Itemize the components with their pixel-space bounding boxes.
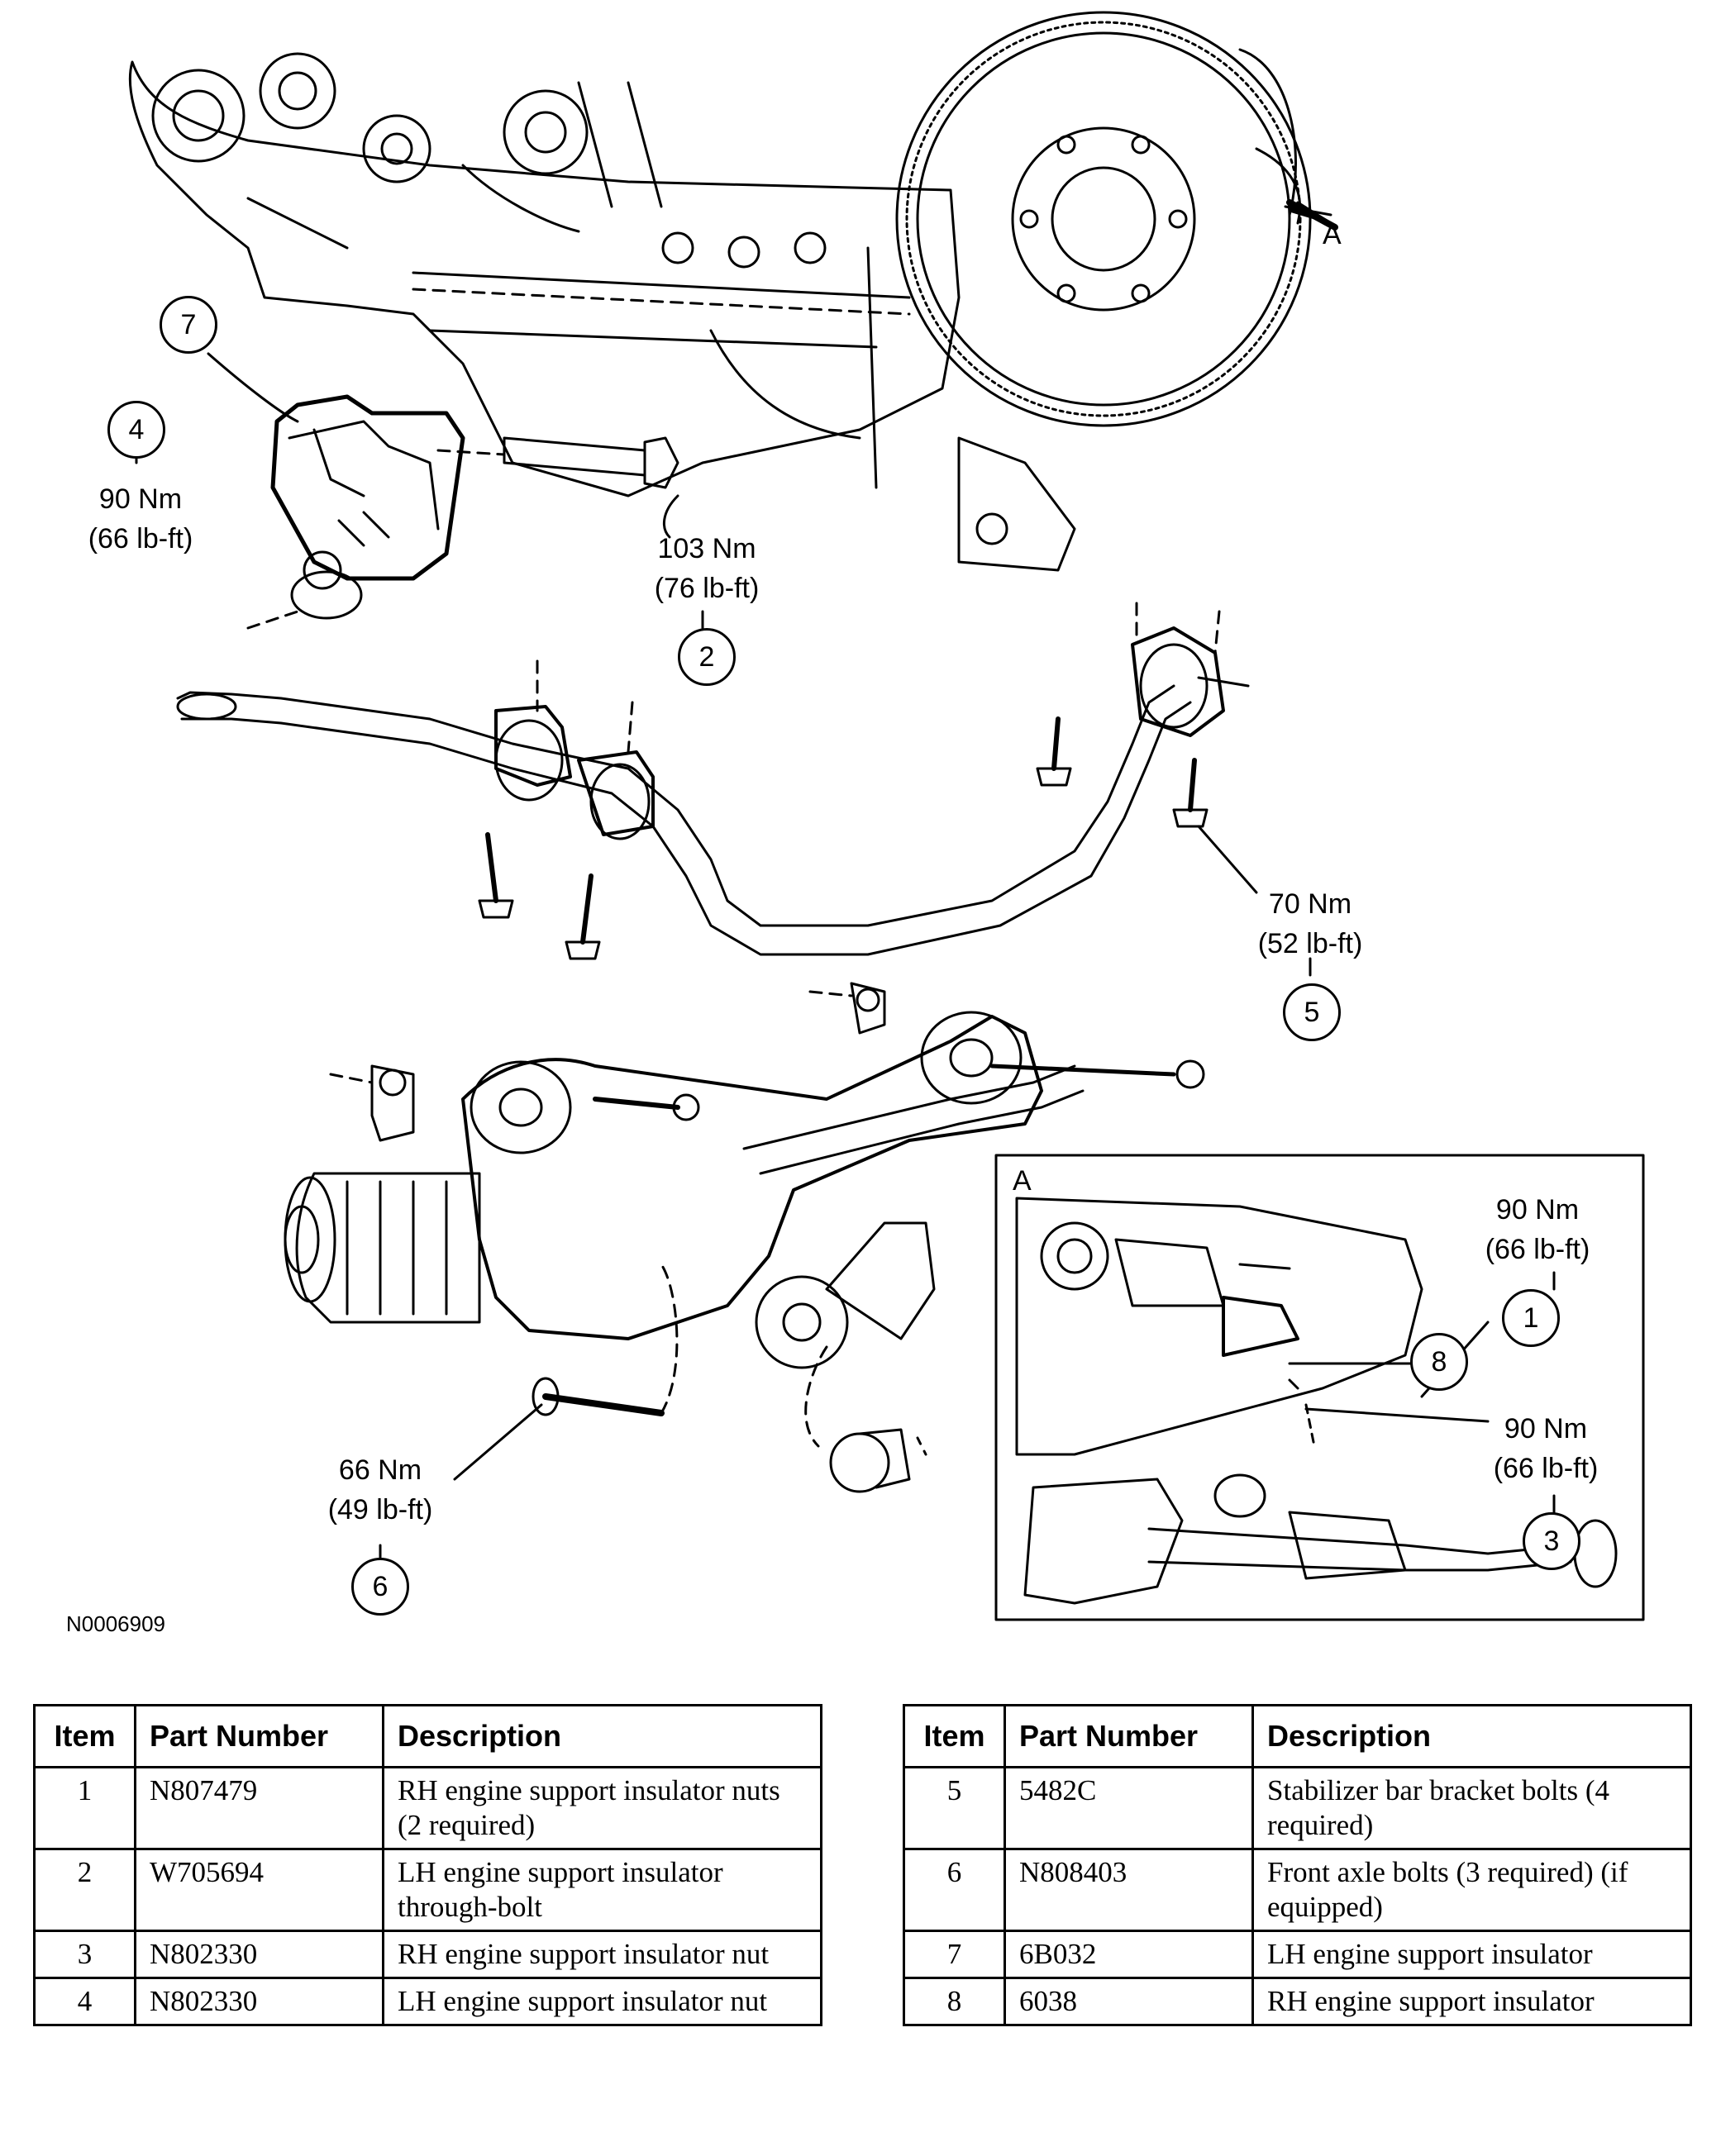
part-number-cell: N802330 (134, 1977, 384, 2026)
part-number-cell: N802330 (134, 1930, 384, 1979)
torque-spec-5: 70 Nm (52 lb-ft) (1252, 884, 1368, 964)
table-row: 6 N808403 Front axle bolts (3 required) … (903, 1848, 1692, 1932)
part-number-cell: N807479 (134, 1766, 384, 1850)
description-cell: RH engine support insulator (1251, 1977, 1692, 2026)
callout-5: 5 (1283, 983, 1341, 1041)
torque-lbft: (49 lb-ft) (327, 1494, 433, 1525)
engine-block (128, 52, 1076, 572)
col-header-part-number: Part Number (134, 1704, 384, 1768)
through-bolt (436, 436, 679, 489)
part-number-cell: W705694 (134, 1848, 384, 1932)
table-header-row: Item Part Number Description (33, 1704, 822, 1768)
torque-spec-4: 90 Nm (66 lb-ft) (79, 479, 203, 559)
item-cell: 3 (33, 1930, 136, 1979)
torque-nm: 103 Nm (657, 533, 756, 564)
item-cell: 1 (33, 1766, 136, 1850)
torque-lbft: (76 lb-ft) (654, 573, 760, 604)
callout-8: 8 (1410, 1333, 1468, 1391)
front-axle (284, 982, 1205, 1493)
torque-spec-3: 90 Nm (66 lb-ft) (1488, 1409, 1604, 1488)
parts-table-left: Item Part Number Description 1 N807479 R… (33, 1704, 822, 2026)
table-row: 4 N802330 LH engine support insulator nu… (33, 1977, 822, 2026)
table-row: 5 5482C Stabilizer bar bracket bolts (4 … (903, 1766, 1692, 1850)
torque-lbft: (52 lb-ft) (1257, 928, 1363, 959)
description-cell: RH engine support insulator nuts (2 requ… (382, 1766, 822, 1850)
callout-2: 2 (678, 628, 736, 686)
parts-table-right: Item Part Number Description 5 5482C Sta… (903, 1704, 1692, 2026)
item-cell: 8 (903, 1977, 1006, 2026)
item-cell: 6 (903, 1848, 1006, 1932)
col-header-description: Description (382, 1704, 822, 1768)
item-cell: 7 (903, 1930, 1006, 1979)
item-cell: 2 (33, 1848, 136, 1932)
callout-6: 6 (351, 1558, 409, 1616)
torque-nm: 90 Nm (1495, 1194, 1580, 1226)
part-number-cell: 6B032 (1004, 1930, 1254, 1979)
exploded-view-illustration (128, 11, 1645, 1621)
torque-lbft: (66 lb-ft) (1493, 1453, 1599, 1484)
callout-1: 1 (1502, 1289, 1560, 1347)
description-cell: LH engine support insulator through-bolt (382, 1848, 822, 1932)
item-cell: 4 (33, 1977, 136, 2026)
torque-spec-6: 66 Nm (49 lb-ft) (318, 1450, 442, 1530)
torque-lbft: (66 lb-ft) (88, 523, 193, 554)
col-header-item: Item (33, 1704, 136, 1768)
torque-lbft: (66 lb-ft) (1485, 1234, 1590, 1265)
callout-7: 7 (160, 296, 217, 354)
inset-detail-a (1015, 1197, 1618, 1605)
torque-nm: 90 Nm (1504, 1413, 1588, 1444)
figure-id: N0006909 (66, 1611, 165, 1636)
table-row: 8 6038 RH engine support insulator (903, 1977, 1692, 2026)
item-cell: 5 (903, 1766, 1006, 1850)
description-cell: LH engine support insulator (1251, 1930, 1692, 1979)
inset-frame (994, 1154, 1645, 1621)
stabilizer-bar (176, 602, 1250, 960)
part-number-cell: N808403 (1004, 1848, 1254, 1932)
torque-spec-1: 90 Nm (66 lb-ft) (1480, 1190, 1595, 1269)
description-cell: LH engine support insulator nut (382, 1977, 822, 2026)
callout-3: 3 (1523, 1512, 1580, 1570)
torque-nm: 70 Nm (1268, 888, 1352, 920)
view-a-arrow (1284, 199, 1338, 231)
lh-insulator (246, 394, 465, 630)
description-cell: Stabilizer bar bracket bolts (4 required… (1251, 1766, 1692, 1850)
table-row: 2 W705694 LH engine support insulator th… (33, 1848, 822, 1932)
inset-a-label: A (1013, 1165, 1032, 1197)
col-header-part-number: Part Number (1004, 1704, 1254, 1768)
part-number-cell: 5482C (1004, 1766, 1254, 1850)
torque-spec-2: 103 Nm (76 lb-ft) (645, 529, 769, 608)
callout-4: 4 (107, 401, 165, 459)
torque-nm: 66 Nm (338, 1454, 422, 1486)
col-header-item: Item (903, 1704, 1006, 1768)
table-row: 1 N807479 RH engine support insulator nu… (33, 1766, 822, 1850)
table-header-row: Item Part Number Description (903, 1704, 1692, 1768)
table-row: 7 6B032 LH engine support insulator (903, 1930, 1692, 1979)
flywheel (895, 11, 1312, 427)
view-a-label: A (1323, 219, 1342, 250)
col-header-description: Description (1251, 1704, 1692, 1768)
table-row: 3 N802330 RH engine support insulator nu… (33, 1930, 822, 1979)
description-cell: RH engine support insulator nut (382, 1930, 822, 1979)
description-cell: Front axle bolts (3 required) (if equipp… (1251, 1848, 1692, 1932)
part-number-cell: 6038 (1004, 1977, 1254, 2026)
torque-nm: 90 Nm (98, 483, 183, 515)
